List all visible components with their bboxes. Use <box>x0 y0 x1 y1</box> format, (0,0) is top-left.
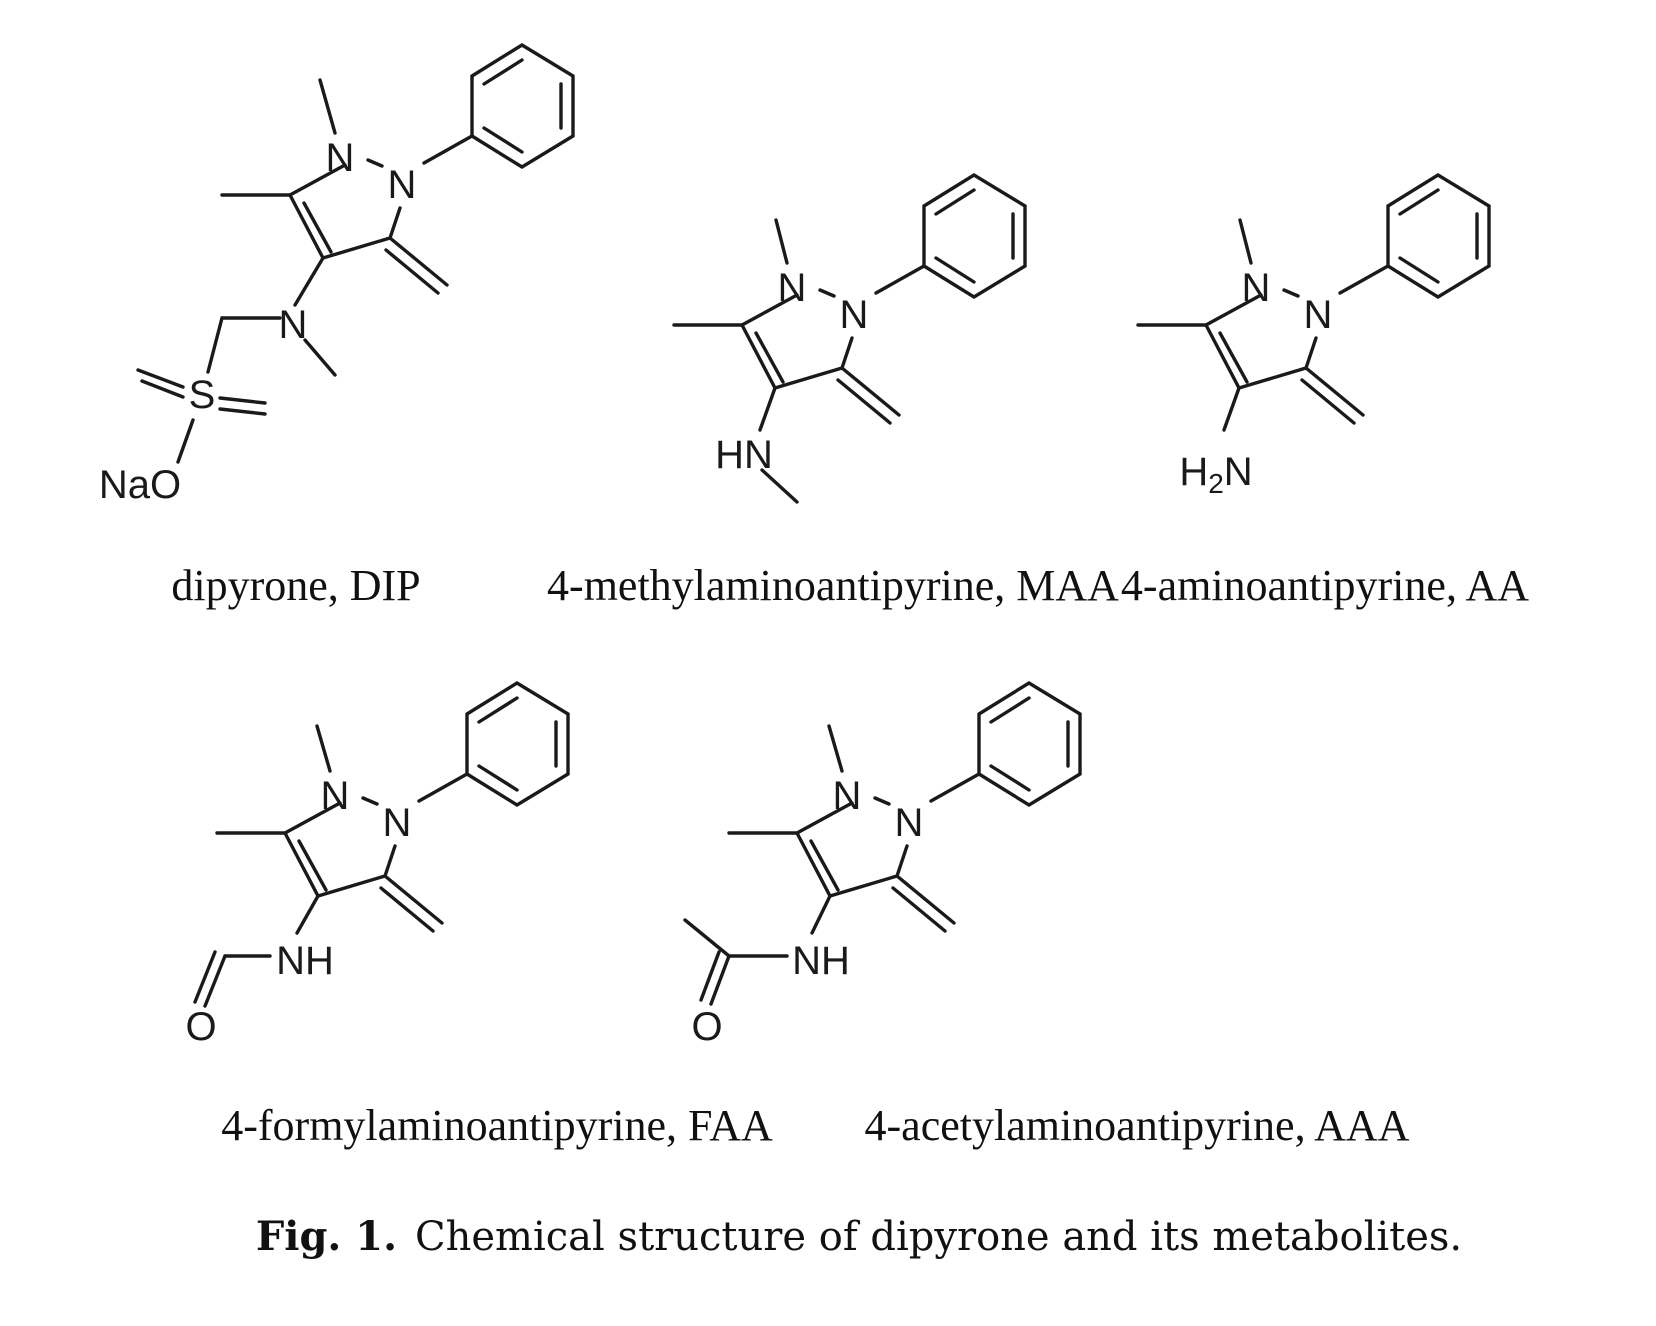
structure-maa: N N HN <box>672 173 1027 504</box>
amine-n: N <box>1224 450 1253 494</box>
atom-n1: N <box>833 774 862 818</box>
caption-text: Chemical structure of dipyrone and its m… <box>415 1214 1462 1260</box>
atom-n2: N <box>895 801 924 845</box>
n-methyl-bond <box>315 724 332 773</box>
atom-n1: N <box>321 774 350 818</box>
pyrazolone-ring <box>795 796 909 898</box>
c-nh2-bond <box>1222 386 1241 432</box>
n-methyl-bond <box>318 78 337 135</box>
atom-oxygen: O <box>185 1005 216 1049</box>
n-methyl2-bond <box>303 338 337 377</box>
atom-nh: NH <box>792 939 850 983</box>
carbonyl-bond <box>699 950 731 1006</box>
compound-name-aaa: 4-acetylaminoantipyrine, AAA <box>865 1101 1410 1150</box>
c-nh-bond <box>295 894 320 935</box>
n-methyl-bond <box>827 724 844 773</box>
atom-sodium-oxide: NaO <box>99 463 181 507</box>
c-nh-bond <box>758 386 777 432</box>
structure-aaa: NH O N N <box>683 681 1082 1049</box>
atom-nh: NH <box>276 939 334 983</box>
exo-methylene <box>1300 366 1365 425</box>
pyrazolone-ring <box>283 796 397 898</box>
compound-name-faa: 4-formylaminoantipyrine, FAA <box>221 1101 773 1150</box>
compound-name-dip: dipyrone, DIP <box>171 561 420 610</box>
n-phenyl-bond <box>417 772 469 803</box>
atom-hn: HN <box>715 433 773 477</box>
exo-methylene <box>384 236 449 295</box>
atom-n2: N <box>840 293 869 337</box>
atom-n1: N <box>1242 266 1271 310</box>
exo-methylene <box>379 874 444 933</box>
c-n-bond <box>293 256 325 307</box>
s-o-bond <box>176 418 195 464</box>
carbonyl-bond <box>193 950 227 1008</box>
structure-dipyrone: N N N S NaO <box>99 43 575 507</box>
pyrazolone-ring <box>288 158 402 260</box>
atom-n1: N <box>326 136 355 180</box>
atom-n2: N <box>1304 293 1333 337</box>
n-methyl-bond <box>774 218 789 265</box>
n-phenyl-bond <box>874 264 926 295</box>
phenyl-ring <box>470 43 575 169</box>
exo-methylene <box>891 874 956 933</box>
c-nh-bond <box>810 894 832 935</box>
phenyl-ring <box>465 681 570 807</box>
phenyl-ring <box>1386 173 1491 299</box>
atom-n1: N <box>778 266 807 310</box>
compound-name-maa: 4-methylaminoantipyrine, MAA <box>547 561 1119 610</box>
ch2-s-bond <box>206 316 224 374</box>
n-methyl-bond <box>1238 218 1253 265</box>
atom-oxygen: O <box>691 1005 722 1049</box>
structure-faa: NH O N N <box>185 681 570 1049</box>
phenyl-ring <box>922 173 1027 299</box>
n-phenyl-bond <box>929 772 981 803</box>
atom-n-substituent: N <box>279 303 308 347</box>
amine-subscript: 2 <box>1208 468 1224 499</box>
sulfonyl-bonds <box>136 368 267 416</box>
acetyl-methyl-bond <box>683 918 731 958</box>
atom-n2: N <box>388 163 417 207</box>
figure-caption: Fig. 1. Chemical structure of dipyrone an… <box>256 1213 1462 1260</box>
pyrazolone-ring <box>1204 288 1318 390</box>
atom-amine: H2N <box>1179 450 1252 499</box>
atom-n2: N <box>383 801 412 845</box>
pyrazolone-ring <box>740 288 854 390</box>
amine-h: H <box>1179 450 1208 494</box>
caption-label: Fig. 1. <box>256 1213 397 1260</box>
atom-sulfur: S <box>189 373 216 417</box>
n-phenyl-bond <box>1338 264 1390 295</box>
n-phenyl-bond <box>422 134 474 165</box>
structure-aa: H2N N N <box>1136 173 1491 499</box>
phenyl-ring <box>977 681 1082 807</box>
compound-name-aa: 4-aminoantipyrine, AA <box>1121 561 1529 610</box>
exo-methylene <box>836 366 901 425</box>
nh-methyl-bond <box>760 468 799 504</box>
